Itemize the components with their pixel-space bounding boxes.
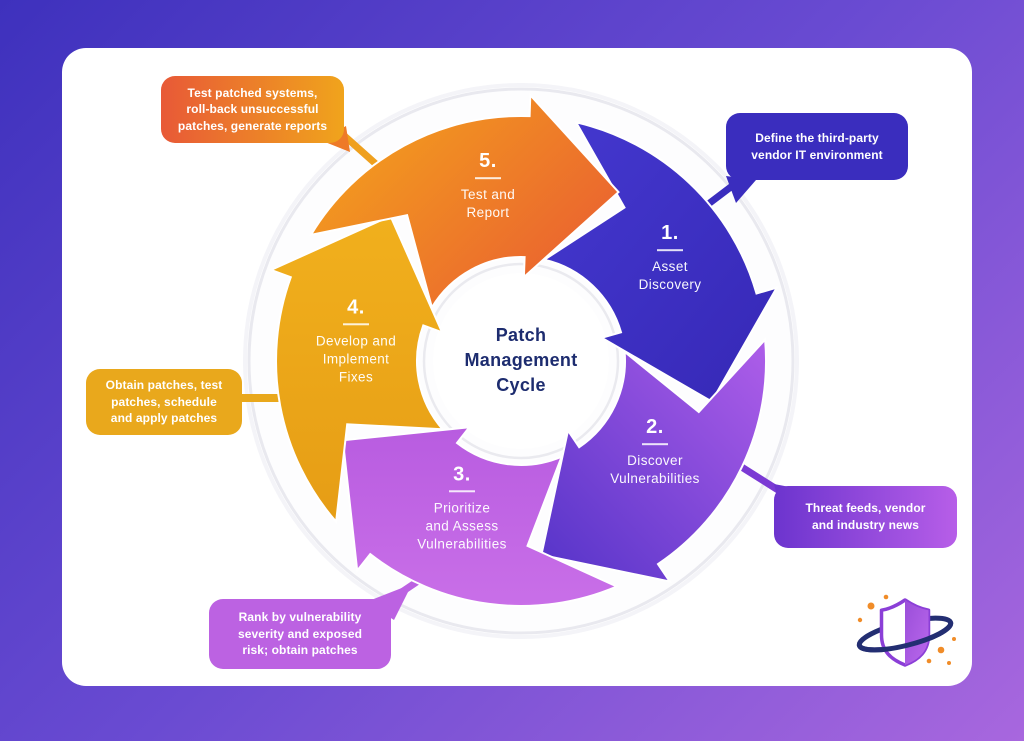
label-underline <box>449 490 475 493</box>
label-underline <box>343 323 369 326</box>
label-underline <box>657 249 683 252</box>
segment-label-test-report: 5. Test and Report <box>460 150 516 220</box>
callout-test-report: Test patched systems, roll-back unsucces… <box>161 76 344 143</box>
segment-label-discover-vulnerabilities: 2. Discover Vulnerabilities <box>610 416 700 486</box>
callout-prioritize-assess: Rank by vulnerability severity and expos… <box>209 599 391 669</box>
callout-develop-fixes: Obtain patches, test patches, schedule a… <box>86 369 242 435</box>
callout-asset-discovery: Define the third-party vendor IT environ… <box>726 113 908 180</box>
label-underline <box>475 177 501 180</box>
segment-label-develop-fixes: 4. Develop and Implement Fixes <box>315 296 397 384</box>
callout-discover-vulnerabilities: Threat feeds, vendor and industry news <box>774 486 957 548</box>
segment-label-asset-discovery: 1. Asset Discovery <box>638 222 702 292</box>
segment-label-prioritize-assess: 3. Prioritize and Assess Vulnerabilities <box>417 463 507 551</box>
label-underline <box>642 443 668 446</box>
diagram-center-title: Patch Management Cycle <box>464 325 578 396</box>
